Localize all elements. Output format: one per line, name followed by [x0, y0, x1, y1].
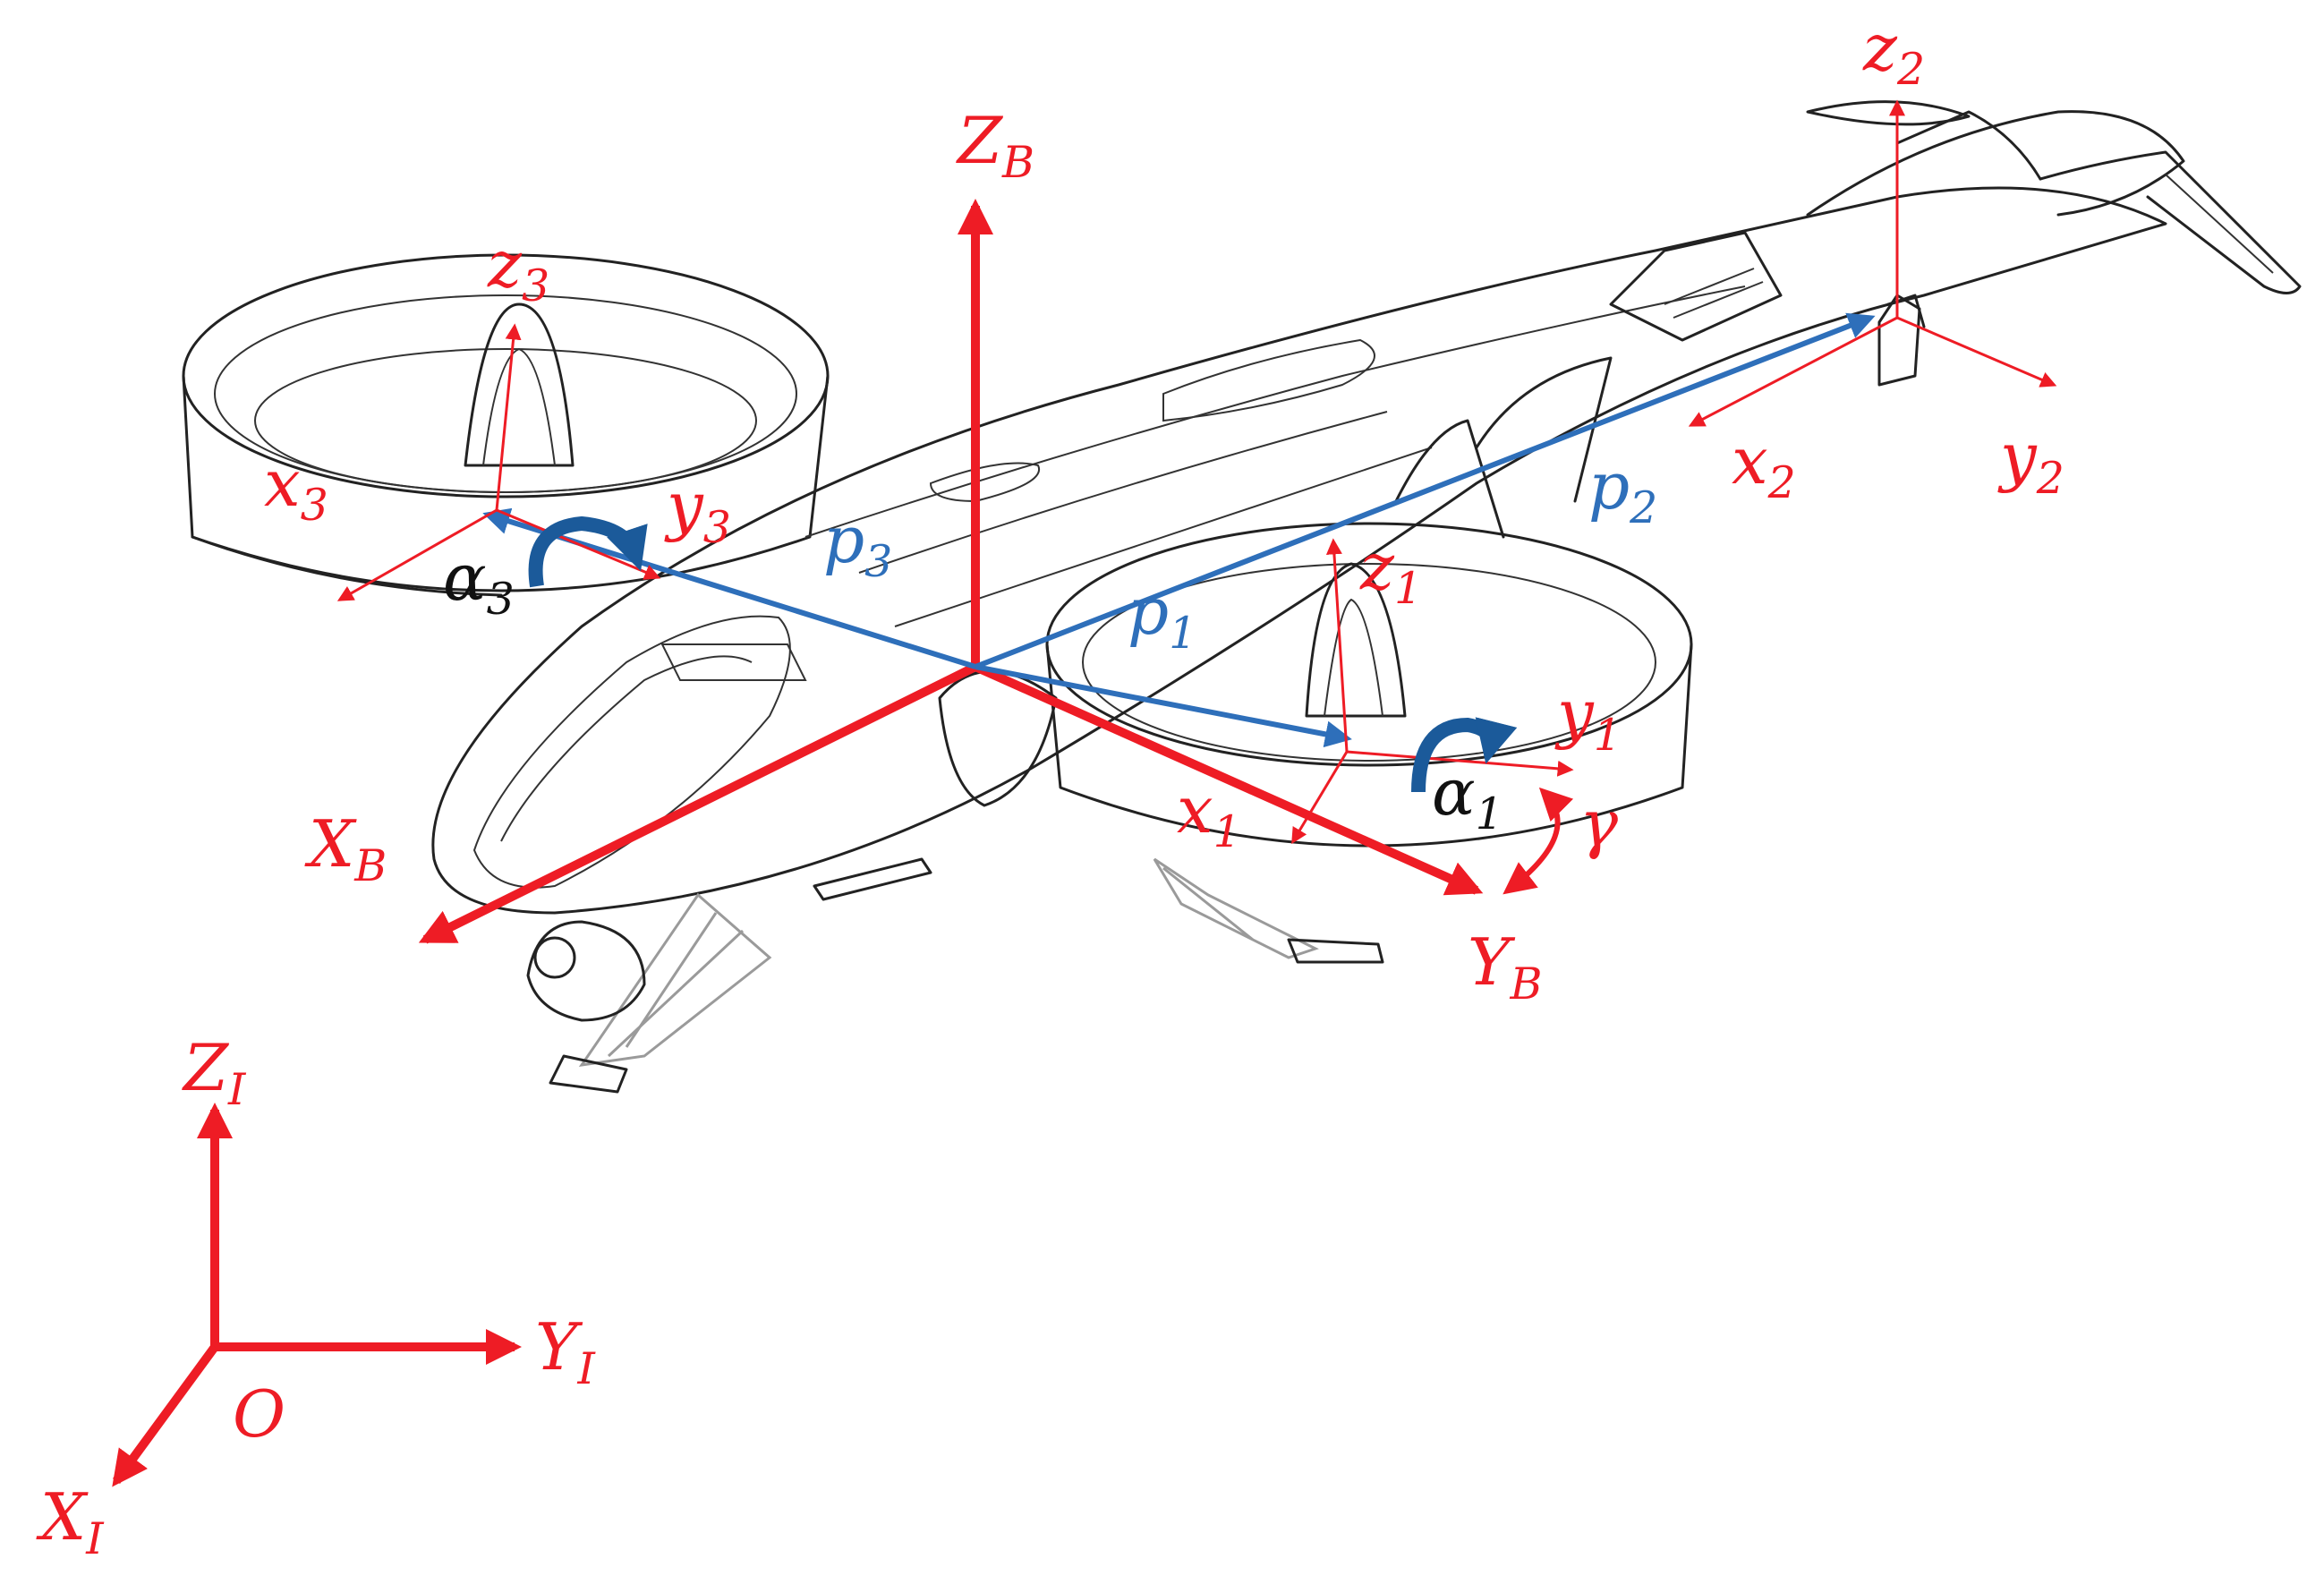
label-gamma: γ [1579, 786, 1619, 861]
label-x1: x1 [1177, 772, 1241, 857]
label-XB: XB [304, 806, 387, 891]
body-frame [418, 199, 1484, 944]
gamma-angle-arrow [1503, 787, 1574, 895]
label-alpha3: α3 [443, 540, 515, 625]
label-YI: YI [535, 1309, 597, 1394]
label-y1: y1 [1554, 676, 1622, 761]
rotor-2-frame [1688, 99, 2057, 427]
labels: ZI YI XI O ZB XB YB z1 y1 x1 z2 y2 x2 z3… [36, 10, 2064, 1564]
label-p2: p2 [1588, 448, 1657, 533]
label-z3: z3 [487, 226, 549, 311]
label-z1: z1 [1359, 529, 1422, 614]
label-p1: p1 [1128, 574, 1196, 659]
label-p3: p3 [823, 502, 892, 587]
tilt-rotation-arrows [528, 515, 1574, 895]
axis-XI [112, 1344, 219, 1487]
fuselage [431, 186, 2167, 915]
label-x3: x3 [264, 446, 328, 531]
label-XI: XI [36, 1479, 105, 1564]
vector-p2 [974, 312, 1876, 669]
alpha1-rotation-arrow [1411, 717, 1518, 793]
label-ZB: ZB [956, 103, 1034, 188]
axis-y2 [1896, 316, 2057, 388]
label-O: O [233, 1376, 285, 1452]
label-alpha1: α1 [1432, 754, 1503, 839]
alpha3-rotation-arrow [528, 515, 648, 588]
axis-x2 [1688, 316, 1898, 427]
rotor-3-frame [336, 323, 661, 601]
vector-p1 [975, 664, 1352, 748]
tail [1806, 100, 2302, 387]
label-ZI: ZI [182, 1030, 247, 1115]
axis-XB [418, 662, 978, 944]
axis-y1 [1346, 750, 1574, 777]
label-YB: YB [1468, 924, 1543, 1009]
axis-x1 [1291, 751, 1349, 845]
label-y2: y2 [1997, 419, 2064, 504]
rotor-3-duct [182, 253, 830, 597]
label-y3: y3 [664, 468, 731, 553]
axis-z3 [495, 323, 522, 511]
rotor-1-frame [1291, 538, 1574, 845]
landing-gear [526, 857, 1384, 1094]
inertial-frame [112, 1103, 522, 1487]
axis-YB [973, 662, 1484, 896]
axis-z1 [1325, 538, 1349, 753]
label-z2: z2 [1862, 10, 1925, 95]
axis-x3 [336, 508, 498, 601]
label-x2: x2 [1732, 423, 1796, 508]
